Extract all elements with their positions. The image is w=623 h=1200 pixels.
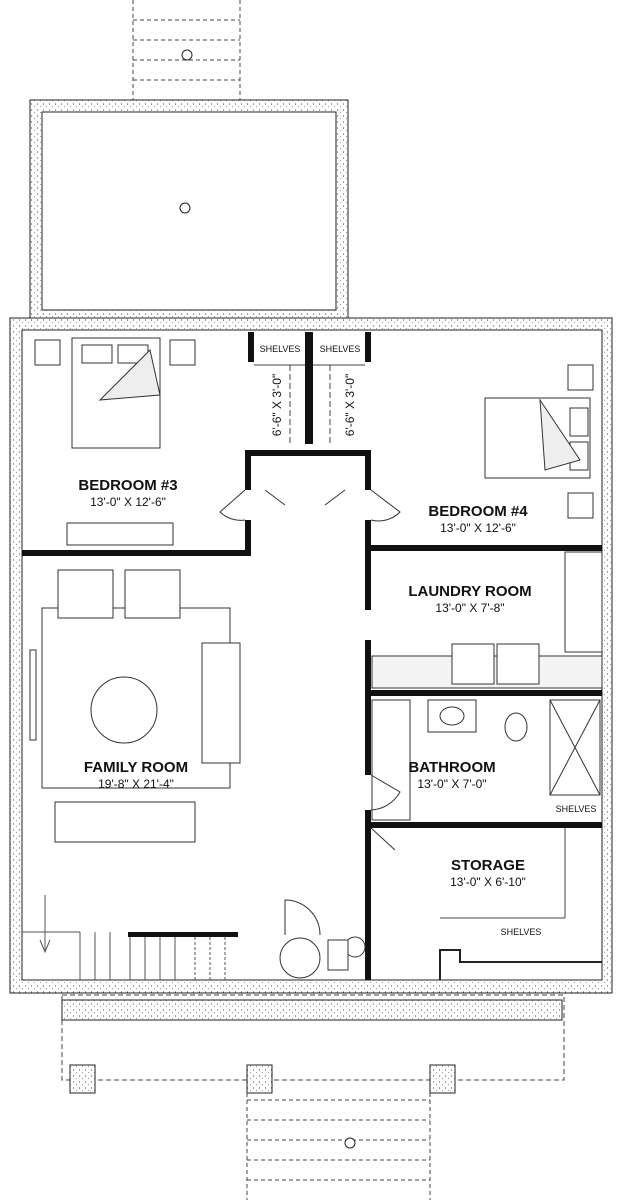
storage-dims: 13'-0" X 6'-10" bbox=[450, 875, 526, 889]
bedroom4-dims: 13'-0" X 12'-6" bbox=[440, 521, 516, 535]
top-stairs bbox=[132, 0, 241, 100]
porch-post bbox=[246, 1064, 273, 1094]
front-stairs bbox=[246, 1093, 431, 1200]
family-room-name: FAMILY ROOM bbox=[84, 759, 188, 776]
patio-marker bbox=[179, 202, 191, 214]
closets bbox=[254, 364, 365, 445]
closet-shelves-label-left: SHELVES bbox=[260, 344, 301, 354]
porch-post bbox=[429, 1064, 456, 1094]
bathroom-dims: 13'-0" X 7'-0" bbox=[417, 777, 486, 791]
water-heater bbox=[279, 937, 321, 979]
bedroom4-furniture bbox=[484, 364, 594, 519]
closet-shelves-label-right: SHELVES bbox=[320, 344, 361, 354]
doors bbox=[219, 489, 401, 936]
storage-shelves-label: SHELVES bbox=[501, 927, 542, 937]
laundry-bath-fixtures bbox=[371, 551, 603, 821]
closet-dims-right: 6'-6" X 3'-0" bbox=[343, 374, 357, 436]
storage-notch bbox=[439, 949, 602, 980]
bath-shelves-label: SHELVES bbox=[556, 804, 597, 814]
utility-unit bbox=[327, 939, 349, 971]
bedroom3-dims: 13'-0" X 12'-6" bbox=[90, 495, 166, 509]
bedroom3-name: BEDROOM #3 bbox=[78, 477, 177, 494]
interior-stairs bbox=[22, 895, 226, 980]
bottom-porch bbox=[61, 994, 565, 1081]
storage-name: STORAGE bbox=[451, 857, 525, 874]
stair-marker bbox=[344, 1137, 356, 1149]
family-room-furniture bbox=[29, 569, 241, 843]
bedroom3-furniture bbox=[34, 337, 196, 546]
laundry-name: LAUNDRY ROOM bbox=[408, 583, 531, 600]
porch-slab bbox=[61, 999, 563, 1021]
post-marker bbox=[181, 49, 193, 61]
exterior-wall bbox=[9, 317, 613, 994]
closet-dims-left: 6'-6" X 3'-0" bbox=[270, 374, 284, 436]
bathroom-name: BATHROOM bbox=[408, 759, 495, 776]
bedroom4-name: BEDROOM #4 bbox=[428, 503, 528, 520]
interior-walls bbox=[22, 332, 602, 980]
porch-post bbox=[69, 1064, 96, 1094]
family-room-dims: 19'-8" X 21'-4" bbox=[98, 777, 174, 791]
laundry-dims: 13'-0" X 7'-8" bbox=[435, 601, 504, 615]
